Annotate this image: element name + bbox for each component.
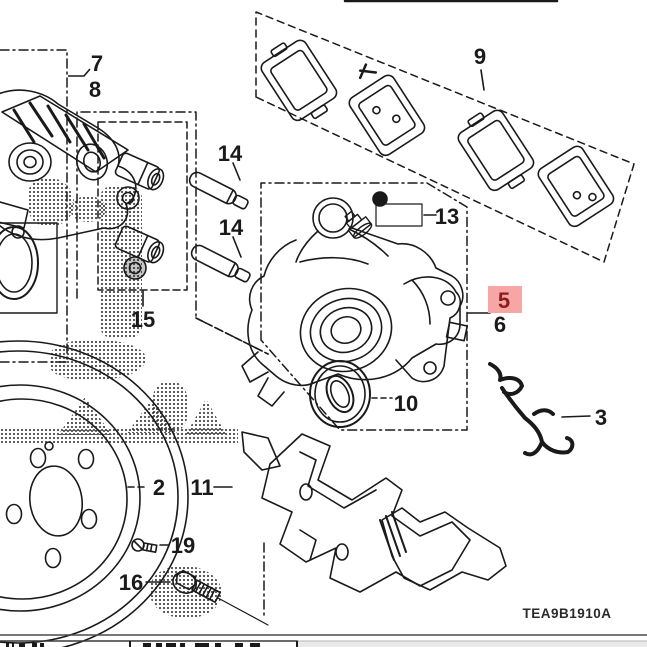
halftone-watermark-patch xyxy=(150,566,222,618)
leader-9 xyxy=(480,69,485,91)
leader-14a xyxy=(232,162,241,181)
halftone-watermark-patch xyxy=(0,428,238,443)
part-label-11[interactable]: 11 xyxy=(190,475,213,500)
flange-bolt-drawing xyxy=(145,569,221,603)
leader-14b xyxy=(232,236,242,258)
leader-3 xyxy=(561,415,591,418)
diagram-code: TEA9B1910A xyxy=(522,606,611,621)
phantom-boundary-pads-box xyxy=(255,11,635,263)
caliper-drawing xyxy=(241,197,491,407)
phantom-boundary-caliper-box xyxy=(260,182,468,619)
brake-rotor-drawing xyxy=(0,340,189,647)
part-label-8[interactable]: 8 xyxy=(89,77,101,102)
part-label-5-highlighted[interactable]: 5 xyxy=(498,288,510,313)
caliper-bracket-drawing xyxy=(213,431,507,626)
part-label-10[interactable]: 10 xyxy=(394,391,418,416)
bushing-kit-drawing xyxy=(114,152,165,307)
part-label-3[interactable]: 3 xyxy=(595,405,607,430)
bushing-kit-box xyxy=(97,121,188,291)
caliper-assembly-drawing xyxy=(0,89,137,241)
part-label-15[interactable]: 15 xyxy=(131,307,155,332)
part-label-9[interactable]: 9 xyxy=(474,44,486,69)
part-label-13[interactable]: 13 xyxy=(435,204,459,229)
part-label-6[interactable]: 6 xyxy=(494,312,506,337)
piston-boot-drawing xyxy=(309,360,393,428)
kit-link-line xyxy=(195,317,269,355)
leader-7-8 xyxy=(68,68,91,77)
slide-pin-drawing xyxy=(188,162,251,283)
bolt-axis-line xyxy=(217,597,269,626)
highlight-box xyxy=(488,286,522,313)
seal-ring-drawing xyxy=(0,222,58,314)
part-label-7[interactable]: 7 xyxy=(91,51,103,76)
brake-pads-drawing xyxy=(260,39,615,228)
set-screw-drawing xyxy=(131,538,169,553)
part-label-16[interactable]: 16 xyxy=(119,570,143,595)
part-label-14-lower[interactable]: 14 xyxy=(219,215,244,240)
part-label-19[interactable]: 19 xyxy=(171,533,195,558)
phantom-boundary-left xyxy=(0,49,68,363)
bleeder-screw-drawing xyxy=(344,191,437,239)
retainer-spring-drawing xyxy=(488,362,591,457)
part-label-2[interactable]: 2 xyxy=(153,475,165,500)
part-label-14-upper[interactable]: 14 xyxy=(218,141,243,166)
cropped-bottom-strip xyxy=(0,634,647,647)
